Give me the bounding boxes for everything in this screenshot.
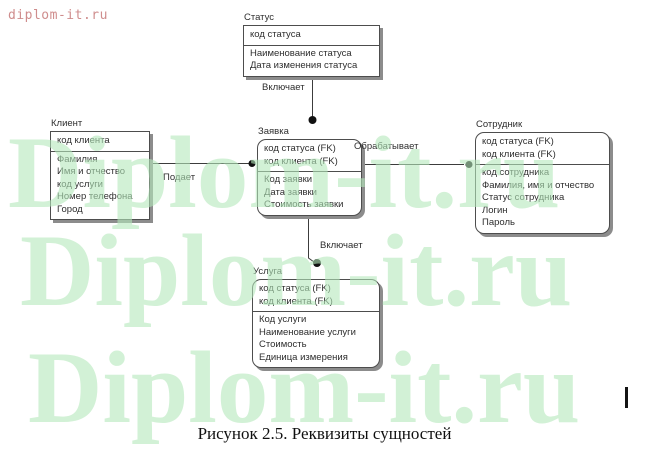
- attribute: Фамилия: [57, 153, 98, 165]
- key-attribute: код клиента: [57, 135, 110, 146]
- entity-box: код клиента Фамилия Имя и отчество код у…: [50, 131, 150, 220]
- attribute: Код услуги: [259, 314, 307, 325]
- entity-box: код статуса (FK) код клиента (FK) Код за…: [257, 139, 362, 216]
- entity-title: Сотрудник: [476, 119, 523, 130]
- key-attribute: код клиента (FK): [259, 295, 333, 307]
- key-attribute: код статуса (FK): [259, 283, 331, 294]
- attribute: Стоимость: [259, 339, 307, 350]
- attribute: код услуги: [57, 178, 103, 190]
- key-section: код клиента: [51, 132, 149, 152]
- attribute: Имя и отчество: [57, 166, 126, 177]
- attribute: Код заявки: [264, 174, 313, 185]
- figure-caption: Рисунок 2.5. Реквизиты сущностей: [197, 424, 452, 443]
- attribute: код сотрудника: [482, 167, 550, 178]
- entity-service: Услуга код статуса (FK) код клиента (FK)…: [252, 265, 380, 368]
- connector-request-service: [308, 215, 315, 263]
- entity-client: Клиент код клиента Фамилия Имя и отчеств…: [50, 117, 150, 220]
- attribute-section: Код заявки Дата заявки Стоимость заявки: [258, 172, 361, 215]
- entity-box: код статуса (FK) код клиента (FK) Код ус…: [252, 279, 380, 368]
- attribute: Город: [57, 203, 83, 215]
- relationship-label-includes-bottom: Включает: [320, 240, 363, 251]
- attribute: Статус сотрудника: [482, 192, 565, 203]
- attribute-section: Фамилия Имя и отчество код услуги Номер …: [51, 152, 149, 220]
- attribute-section: Код услуги Наименование услуги Стоимость…: [253, 312, 379, 367]
- key-attribute: код статуса (FK): [482, 136, 554, 147]
- attribute-section: код сотрудника Фамилия, имя и отчество С…: [476, 165, 609, 233]
- key-attribute: код статуса: [250, 29, 301, 40]
- entity-box: код статуса (FK) код клиента (FK) код со…: [475, 132, 610, 234]
- key-attribute: код клиента (FK): [482, 148, 556, 160]
- entity-box: код статуса Наименование статуса Дата из…: [243, 25, 380, 77]
- key-section: код статуса (FK) код клиента (FK): [253, 280, 379, 312]
- attribute: Фамилия, имя и отчество: [482, 179, 595, 191]
- attribute: Наименование статуса: [250, 47, 352, 59]
- text-cursor: [625, 387, 628, 408]
- child-dot-request-left: [248, 160, 256, 167]
- entity-title: Статус: [244, 12, 275, 23]
- child-dot-employee: [465, 161, 473, 168]
- entity-title: Услуга: [253, 266, 282, 277]
- key-attribute: код клиента (FK): [264, 155, 338, 167]
- entity-status: Статус код статуса Наименование статуса …: [243, 11, 380, 77]
- key-attribute: код статуса (FK): [264, 143, 336, 154]
- attribute-section: Наименование статуса Дата изменения стат…: [244, 46, 379, 76]
- site-logo-text: diplom-it.ru: [8, 8, 108, 23]
- relationship-label-includes-top: Включает: [262, 82, 305, 93]
- entity-request: Заявка код статуса (FK) код клиента (FK)…: [257, 125, 362, 216]
- attribute: Пароль: [482, 217, 515, 228]
- entity-employee: Сотрудник код статуса (FK) код клиента (…: [475, 118, 610, 234]
- key-section: код статуса: [244, 26, 379, 46]
- relationship-label-submits: Подает: [163, 172, 196, 183]
- attribute: Логин: [482, 204, 508, 216]
- child-dot-service: [313, 259, 321, 267]
- entity-title: Заявка: [258, 126, 289, 137]
- key-section: код статуса (FK) код клиента (FK): [476, 133, 609, 165]
- attribute: Дата заявки: [264, 186, 317, 198]
- child-dot-request-top: [308, 116, 317, 124]
- key-section: код статуса (FK) код клиента (FK): [258, 140, 361, 172]
- attribute: Наименование услуги: [259, 326, 356, 338]
- entity-title: Клиент: [51, 118, 83, 129]
- attribute: Единица измерения: [259, 351, 348, 363]
- relationship-label-processes: Обрабатывает: [354, 141, 419, 152]
- attribute: Номер телефона: [57, 191, 133, 202]
- attribute: Стоимость заявки: [264, 199, 344, 210]
- attribute: Дата изменения статуса: [250, 60, 358, 71]
